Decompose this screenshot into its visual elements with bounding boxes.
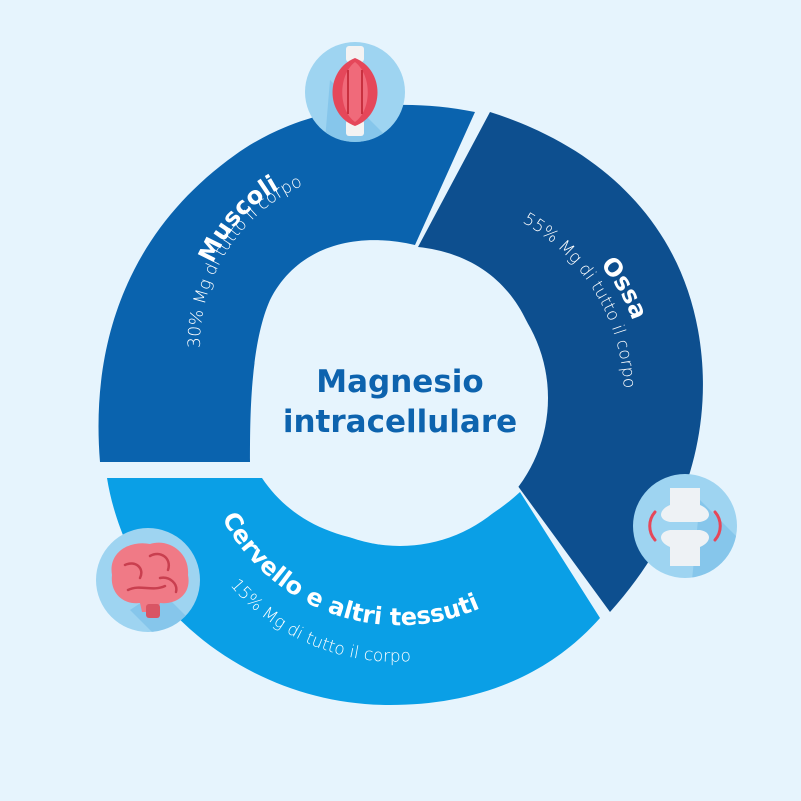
center-circle <box>252 250 548 546</box>
segment-ossa <box>418 112 703 612</box>
center-title-line1: Magnesio <box>316 364 483 400</box>
center-title-line2: intracellulare <box>283 404 517 440</box>
brain-icon <box>96 528 200 632</box>
segment-cervello <box>107 478 600 705</box>
segment-muscoli <box>98 104 475 462</box>
